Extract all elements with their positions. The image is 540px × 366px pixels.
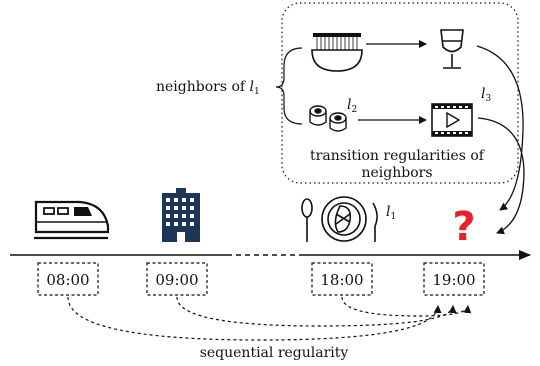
sequential-arrow-0800 <box>67 296 442 341</box>
train-icon <box>34 200 110 240</box>
time-box-1800: 18:00 <box>311 262 373 296</box>
time-box-0900: 09:00 <box>146 262 208 296</box>
wine-to-unknown-arrow <box>476 45 524 211</box>
sequential-arrow-0900 <box>176 296 457 327</box>
transition-label-line2: neighbors <box>361 165 432 181</box>
video-player-icon <box>431 103 473 137</box>
svg-text:08:00: 08:00 <box>46 271 89 289</box>
neighbors-label: neighbors of l1 <box>156 79 260 97</box>
svg-text:18:00: 18:00 <box>320 271 363 289</box>
time-box-1900: 19:00 <box>423 262 485 296</box>
l3-label: l3 <box>481 86 491 104</box>
video-to-unknown-arrow <box>477 117 525 235</box>
time-box-0800: 08:00 <box>37 262 99 296</box>
l1-label: l1 <box>386 204 396 222</box>
svg-text:19:00: 19:00 <box>432 271 475 289</box>
neighbors-box <box>281 2 519 184</box>
neighbors-bracket <box>275 47 303 125</box>
sequential-label: sequential regularity <box>200 345 349 361</box>
dining-plate-icon <box>301 196 378 242</box>
svg-text:09:00: 09:00 <box>155 271 198 289</box>
noodle-bowl-icon <box>311 33 363 72</box>
wine-glass-icon <box>440 29 464 69</box>
sushi-icon <box>309 105 347 132</box>
question-mark-icon: ? <box>452 204 475 250</box>
sequential-arrow-1800 <box>341 296 472 317</box>
transition-label-line1: transition regularities of <box>310 148 486 164</box>
l2-label: l2 <box>347 97 357 115</box>
building-icon <box>162 188 200 242</box>
